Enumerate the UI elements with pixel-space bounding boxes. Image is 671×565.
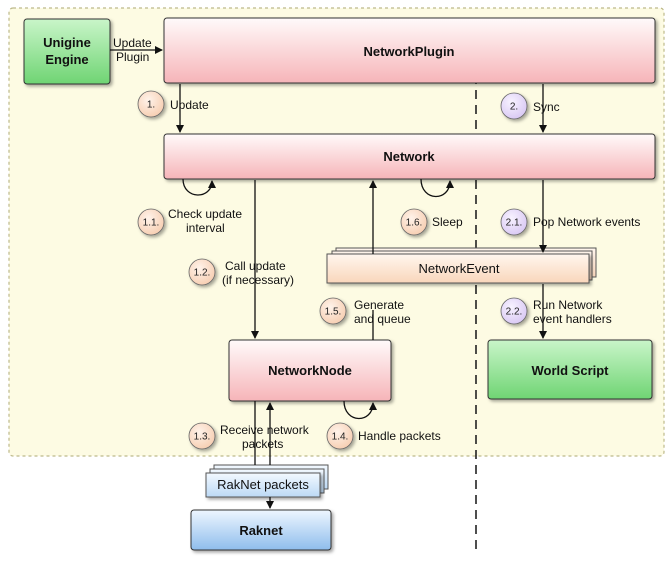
step-number: 2.2.: [506, 307, 523, 318]
step-label: Sync: [533, 100, 560, 114]
world-script-label: World Script: [531, 363, 609, 378]
step-number: 1.6.: [406, 218, 423, 229]
step-label: Run Network: [533, 298, 603, 312]
world-script-box: World Script: [487, 339, 653, 400]
step-label: (if necessary): [222, 273, 294, 287]
step-number: 1.1.: [143, 218, 160, 229]
step-number: 1.5.: [325, 307, 342, 318]
raknet-box: Raknet: [190, 509, 332, 551]
raknet-label: Raknet: [239, 523, 283, 538]
step-label: Update: [170, 98, 209, 112]
step-label: interval: [186, 221, 225, 235]
step-1: 1. Update: [137, 90, 209, 118]
network-event-label: NetworkEvent: [419, 261, 500, 276]
network-plugin-label: NetworkPlugin: [363, 44, 454, 59]
edge-check-interval-loop: [182, 178, 216, 196]
step-label: Generate: [354, 298, 404, 312]
step-label: Sleep: [432, 215, 463, 229]
step-2: 2. Sync: [500, 92, 560, 120]
step-badge: [137, 208, 165, 236]
step-number: 1.: [147, 100, 155, 111]
step-label: Check update: [168, 207, 242, 221]
step-1-2: 1.2. Call update(if necessary): [188, 258, 294, 287]
step-1-6: 1.6. Sleep: [400, 208, 463, 236]
network-label: Network: [383, 149, 435, 164]
raknet-packets-label: RakNet packets: [217, 477, 309, 492]
unigine-engine-label-2: Engine: [45, 52, 88, 67]
step-number: 1.4.: [332, 432, 349, 443]
step-2-1: 2.1. Pop Network events: [500, 208, 640, 236]
step-badge: [500, 92, 528, 120]
step-badge: [326, 422, 354, 450]
step-label: event handlers: [533, 312, 612, 326]
step-number: 2.: [510, 102, 518, 113]
edges: [110, 46, 547, 509]
step-badge: [500, 297, 528, 325]
network-node-box: NetworkNode: [228, 339, 392, 402]
raknet-packets-box: RakNet packets: [205, 464, 329, 498]
update-plugin-label-1: Update: [113, 36, 152, 50]
step-badge: [188, 422, 216, 450]
step-number: 2.1.: [506, 218, 523, 229]
step-label: and queue: [354, 312, 411, 326]
step-label: Call update: [225, 259, 286, 273]
step-number: 1.2.: [194, 268, 211, 279]
step-label: Handle packets: [358, 429, 441, 443]
step-label: packets: [242, 437, 283, 451]
network-node-label: NetworkNode: [268, 363, 352, 378]
step-label: Pop Network events: [533, 215, 640, 229]
network-plugin-box: NetworkPlugin: [163, 17, 656, 84]
edge-handle-packets-loop: [343, 400, 377, 420]
step-badge: [137, 90, 165, 118]
unigine-engine-box: Unigine Engine: [23, 18, 111, 85]
step-badge: [400, 208, 428, 236]
network-event-box: NetworkEvent: [326, 247, 597, 284]
step-1-4: 1.4. Handle packets: [326, 422, 441, 450]
step-badge: [188, 258, 216, 286]
network-box: Network: [163, 133, 656, 180]
step-badge: [319, 297, 347, 325]
unigine-engine-label-1: Unigine: [43, 35, 91, 50]
step-number: 1.3.: [194, 432, 211, 443]
step-label: Receive network: [220, 423, 310, 437]
step-badge: [500, 208, 528, 236]
edge-sleep-loop: [420, 178, 454, 198]
update-plugin-label-2: Plugin: [116, 50, 149, 64]
